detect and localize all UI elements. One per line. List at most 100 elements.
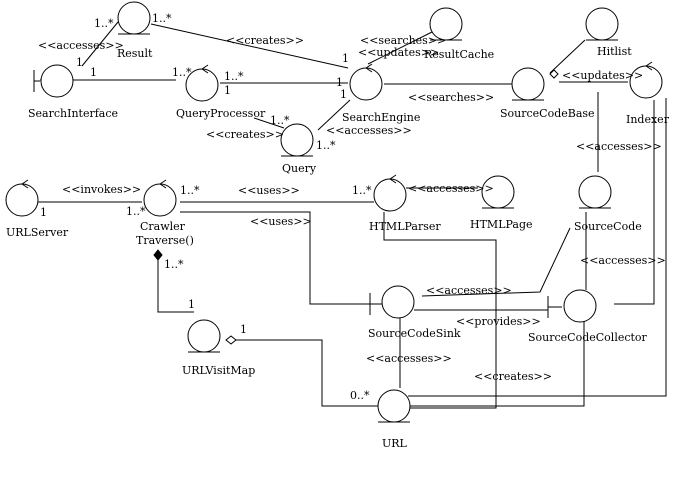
control-arrow xyxy=(201,64,209,74)
stereotype-label: <<provides>> xyxy=(456,315,541,328)
stereotype-label: <<searches>> xyxy=(360,34,446,47)
line-indexer-url xyxy=(408,98,667,397)
node-label: Hitlist xyxy=(597,45,632,58)
node-label: SourceCodeSink xyxy=(368,327,461,340)
node-hitlist[interactable]: Hitlist xyxy=(585,7,632,58)
node-label: SearchInterface xyxy=(28,107,118,120)
line-sink-sourcecode xyxy=(421,227,571,297)
line-searchengine-query xyxy=(317,99,351,131)
node-indexer[interactable]: Indexer xyxy=(626,61,670,126)
line-queryprocessor-query xyxy=(253,117,285,129)
node-sourcecode[interactable]: SourceCode xyxy=(574,175,642,233)
node-label: HTMLPage xyxy=(470,218,533,231)
entity-icon xyxy=(377,389,411,423)
line-collector-url xyxy=(408,318,585,407)
node-label: Result xyxy=(117,47,153,60)
node-operation: Traverse() xyxy=(136,234,194,247)
multiplicity-label: 1 xyxy=(76,56,83,69)
multiplicity-label: 1 xyxy=(240,323,247,336)
aggregation-diamond-sourcecodebase xyxy=(549,69,559,79)
stereotype-label: <<uses>> xyxy=(238,184,300,197)
line-crawler-urlvisitmap xyxy=(157,256,194,313)
control-arrow xyxy=(365,63,373,73)
node-label: SearchEngine xyxy=(342,111,420,124)
node-label: SourceCodeBase xyxy=(500,107,595,120)
node-searchinterface[interactable]: SearchInterface xyxy=(28,64,118,120)
multiplicity-label: 1 xyxy=(90,66,97,79)
node-sourcecodecollector[interactable]: SourceCodeCollector xyxy=(528,289,648,344)
node-result[interactable]: Result xyxy=(117,1,153,60)
multiplicity-label: 1 xyxy=(336,76,343,89)
multiplicity-label: 1..* xyxy=(270,114,290,127)
node-crawler[interactable]: Crawler Traverse() xyxy=(136,179,194,247)
node-label: URLServer xyxy=(6,226,69,239)
node-label: Indexer xyxy=(626,113,670,126)
entity-icon xyxy=(280,123,314,157)
multiplicity-label: 1..* xyxy=(180,184,200,197)
multiplicity-label: 1..* xyxy=(316,139,336,152)
stereotype-label: <<accesses>> xyxy=(38,39,124,52)
multiplicity-label: 1..* xyxy=(126,205,146,218)
line-searchengine-resultcache xyxy=(367,31,433,65)
entity-icon xyxy=(578,175,612,209)
stereotype-label: <<uses>> xyxy=(250,215,312,228)
stereotype-label: <<updates>> xyxy=(562,69,643,82)
line-crawler-sink xyxy=(180,211,370,305)
stereotype-label: <<accesses>> xyxy=(366,352,452,365)
node-urlserver[interactable]: URLServer xyxy=(5,179,69,239)
composition-diamond-crawler xyxy=(153,249,163,261)
node-urlvisitmap[interactable]: URLVisitMap xyxy=(182,319,255,377)
multiplicity-label: 1 xyxy=(224,84,231,97)
control-icon xyxy=(143,183,177,217)
node-label: URLVisitMap xyxy=(182,364,255,377)
line-htmlparser-url xyxy=(383,212,497,409)
node-queryprocessor[interactable]: QueryProcessor xyxy=(176,64,266,120)
edge-labels: 1..* 1..* <<accesses>> 1 <<creates>> <<s… xyxy=(38,12,666,402)
multiplicity-label: 1..* xyxy=(152,12,172,25)
node-resultcache[interactable]: ResultCache xyxy=(424,7,494,61)
line-result-searchengine xyxy=(150,23,349,69)
node-label: Crawler xyxy=(140,220,186,233)
control-icon xyxy=(349,67,383,101)
line-urlvisitmap-url xyxy=(236,339,386,407)
stereotype-label: <<accesses>> xyxy=(408,182,494,195)
line-sourcecodebase-hitlist xyxy=(549,39,586,74)
entity-icon xyxy=(511,67,545,101)
node-htmlparser[interactable]: HTMLParser xyxy=(369,174,441,233)
stereotype-label: <<searches>> xyxy=(408,91,494,104)
stereotype-label: <<accesses>> xyxy=(576,140,662,153)
entity-icon xyxy=(117,1,151,35)
control-arrow xyxy=(645,61,653,71)
multiplicity-label: 1..* xyxy=(94,17,114,30)
node-label: SourceCodeCollector xyxy=(528,331,648,344)
stereotype-label: <<accesses>> xyxy=(426,284,512,297)
control-icon xyxy=(373,178,407,212)
node-label: HTMLParser xyxy=(369,220,441,233)
node-sourcecodesink[interactable]: SourceCodeSink xyxy=(368,285,461,340)
node-searchengine[interactable]: SearchEngine xyxy=(342,63,420,124)
node-query[interactable]: Query xyxy=(280,123,317,175)
entity-icon xyxy=(187,319,221,353)
boundary-icon xyxy=(40,64,74,98)
stereotype-label: <<invokes>> xyxy=(62,183,141,196)
multiplicity-label: 1 xyxy=(342,52,349,65)
control-arrow xyxy=(389,174,397,184)
node-label: QueryProcessor xyxy=(176,107,266,120)
stereotype-label: <<accesses>> xyxy=(326,124,412,137)
control-arrow xyxy=(21,179,29,189)
multiplicity-label: 0..* xyxy=(350,389,370,402)
boundary-icon xyxy=(381,285,415,319)
node-sourcecodebase[interactable]: SourceCodeBase xyxy=(500,67,595,120)
multiplicity-label: 1 xyxy=(40,206,47,219)
stereotype-label: <<updates>> xyxy=(358,46,439,59)
aggregation-diamond-urlvisitmap xyxy=(225,335,237,345)
multiplicity-label: 1..* xyxy=(224,70,244,83)
line-indexer-collector xyxy=(614,100,655,305)
multiplicity-label: 1 xyxy=(188,298,195,311)
node-htmlpage[interactable]: HTMLPage xyxy=(470,175,533,231)
stereotype-label: <<accesses>> xyxy=(580,254,666,267)
node-url[interactable]: URL xyxy=(377,389,411,450)
stereotype-label: <<creates>> xyxy=(474,370,552,383)
multiplicity-label: 1..* xyxy=(164,258,184,271)
